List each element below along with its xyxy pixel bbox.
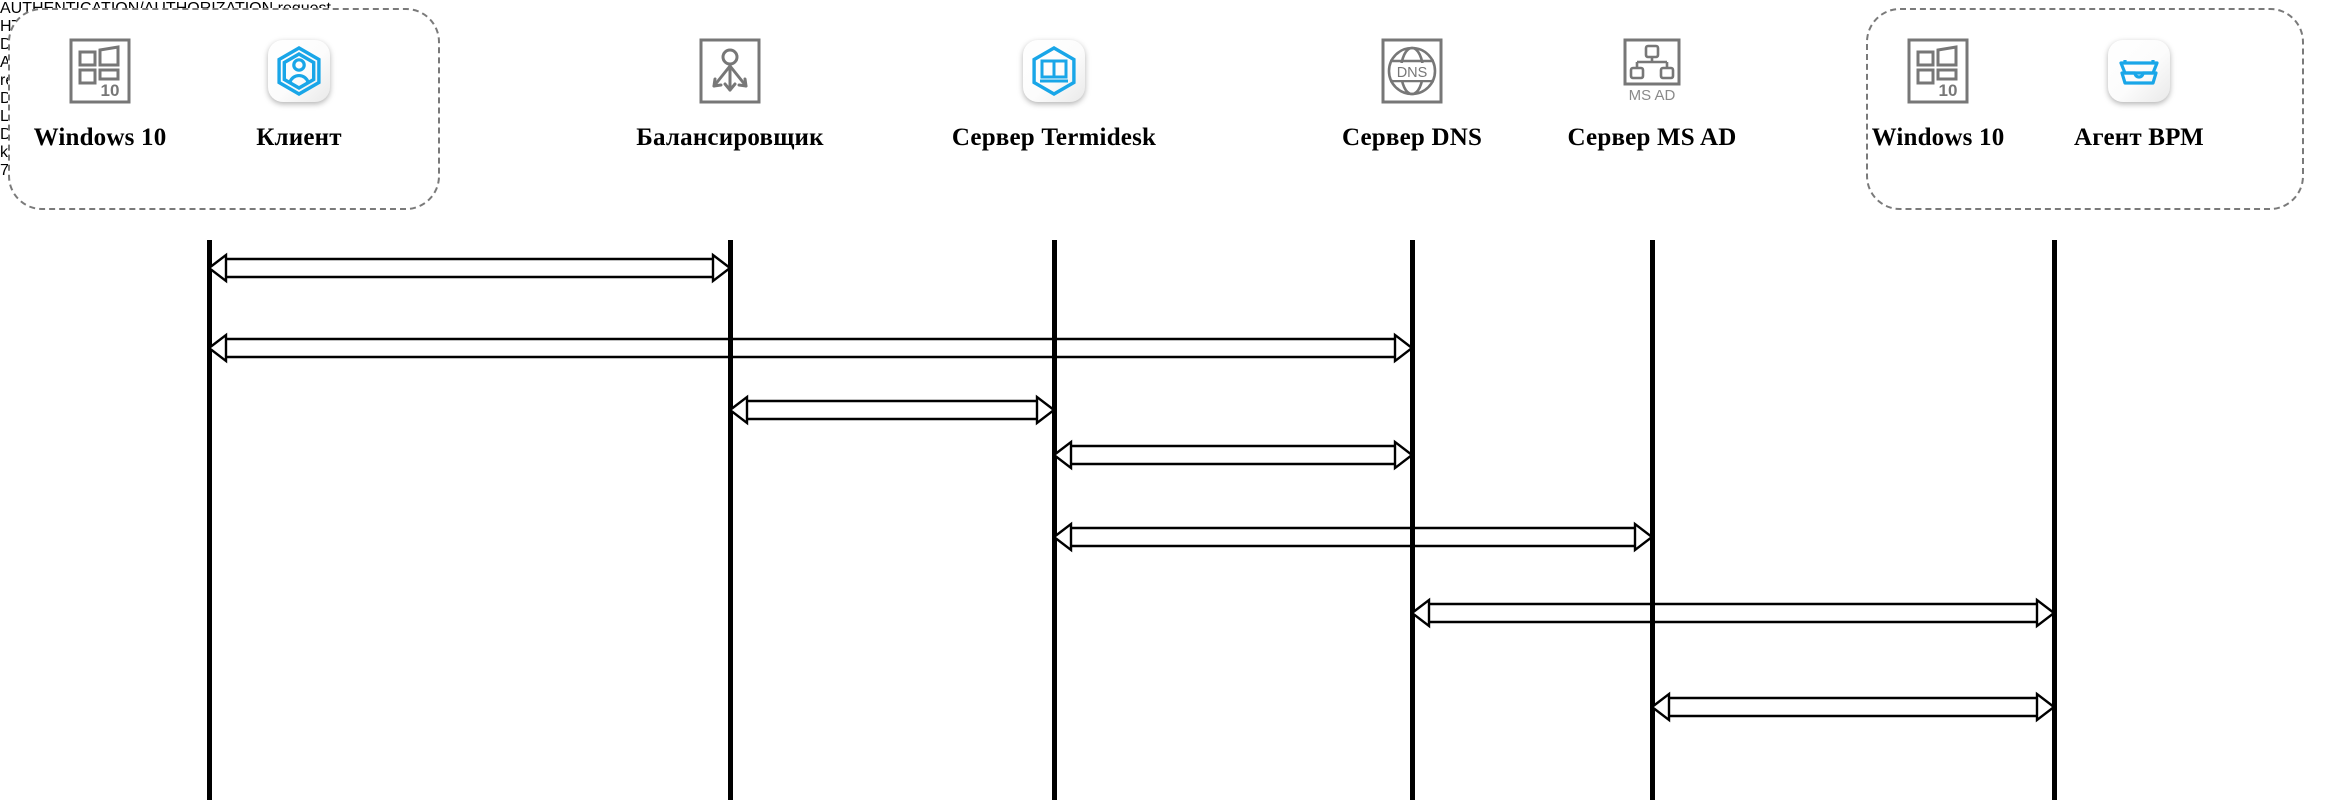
lifeline-msad-server: [1650, 240, 1655, 800]
termidesk-server-hexagon-icon-glyph: [1023, 40, 1085, 102]
actor-label-msad-server: Сервер MS AD: [1567, 124, 1737, 151]
ms-ad-tree-icon-glyph: MS AD: [1623, 38, 1681, 104]
msg-auth-client-balancer: [169, 238, 770, 298]
agent-workstation-group: [1866, 8, 2304, 210]
dns-globe-icon: DNS: [1297, 28, 1527, 114]
actor-label-windows10-client: Windows 10: [33, 124, 167, 151]
msg-dns-client-dns: [169, 318, 1452, 378]
msg-dns-dns-agent: [1372, 583, 2094, 643]
msg-kerberos-msad-agent-arrow: [1650, 691, 2056, 723]
windows-10-icon: 10: [0, 28, 215, 114]
lifeline-agent-vdi: [2052, 240, 2057, 800]
windows-10-icon-glyph: 10: [1907, 38, 1969, 104]
lifeline-balancer: [728, 240, 733, 800]
client-user-hexagon-icon-glyph: [268, 40, 330, 102]
actor-msad-server[interactable]: MS AD Сервер MS AD: [1537, 28, 1767, 152]
actor-termidesk-server[interactable]: Сервер Termidesk: [939, 28, 1169, 152]
actor-label-agent-vdi: Агент ВРМ: [2074, 124, 2204, 151]
svg-text:10: 10: [101, 81, 120, 100]
actor-label-balancer: Балансировщик: [636, 124, 824, 151]
load-balancer-icon: [615, 28, 845, 114]
lifeline-client: [207, 240, 212, 800]
msg-ldap-termidesk-msad: [1014, 507, 1692, 567]
actor-balancer[interactable]: Балансировщик: [615, 28, 845, 152]
msg-dns-termidesk-dns-arrow: [1052, 439, 1414, 471]
actor-label-termidesk-server: Сервер Termidesk: [951, 124, 1157, 151]
actor-label-client: Клиент: [256, 124, 342, 151]
msg-auth-balancer-termidesk: [690, 380, 1094, 440]
msg-auth-client-balancer-arrow: [207, 252, 732, 284]
client-workstation-group: [8, 8, 440, 210]
dns-globe-icon-glyph: DNS: [1381, 38, 1443, 104]
svg-text:MS AD: MS AD: [1629, 87, 1676, 104]
lifeline-termidesk-server: [1052, 240, 1057, 800]
termidesk-server-hexagon-icon: [939, 28, 1169, 114]
msg-kerberos-msad-agent: [1612, 677, 2094, 737]
windows-10-icon-glyph: 10: [69, 38, 131, 104]
actor-client[interactable]: Клиент: [184, 28, 414, 152]
ms-ad-tree-icon: MS AD: [1537, 28, 1767, 114]
client-user-hexagon-icon: [184, 28, 414, 114]
svg-text:DNS: DNS: [1397, 65, 1428, 81]
windows-10-icon: 10: [1823, 28, 2053, 114]
msg-dns-dns-agent-arrow: [1410, 597, 2056, 629]
msg-ldap-termidesk-msad-arrow: [1052, 521, 1654, 553]
actor-label-windows10-agent: Windows 10: [1871, 124, 2005, 151]
msg-dns-client-dns-arrow: [207, 332, 1414, 364]
lifeline-dns-server: [1410, 240, 1415, 800]
msg-auth-balancer-termidesk-arrow: [728, 394, 1056, 426]
agent-glasses-icon-glyph: [2108, 40, 2170, 102]
actor-dns-server[interactable]: DNS Сервер DNS: [1297, 28, 1527, 152]
agent-glasses-icon: [2024, 28, 2254, 114]
msg-dns-termidesk-dns: [1014, 425, 1452, 485]
svg-text:10: 10: [1939, 81, 1958, 100]
actor-agent-vdi[interactable]: Агент ВРМ: [2024, 28, 2254, 152]
load-balancer-icon-glyph: [699, 38, 761, 104]
actor-label-dns-server: Сервер DNS: [1341, 124, 1483, 151]
